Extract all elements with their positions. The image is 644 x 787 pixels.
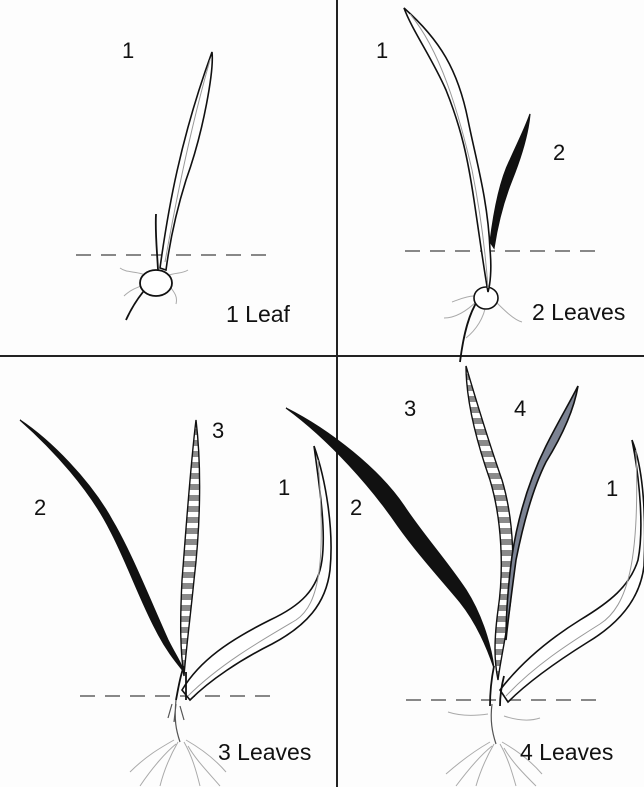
- leaf-number: 2: [34, 495, 46, 520]
- leaf-1: [182, 446, 331, 700]
- leaf-number: 1: [122, 38, 134, 63]
- leaf-number: 3: [212, 418, 224, 443]
- leaf-1: [160, 52, 212, 270]
- leaf-2: [490, 114, 530, 248]
- panel-4-leaves: 3 4 2 1 4 Leaves: [286, 366, 644, 786]
- panel-caption: 1 Leaf: [226, 301, 291, 327]
- seed: [140, 270, 172, 296]
- primary-root: [460, 300, 478, 362]
- roots: [130, 740, 226, 786]
- leaf-2: [20, 420, 184, 672]
- panel-3-leaves: 3 2 1 3 Leaves: [20, 418, 331, 786]
- leaf-number: 1: [606, 476, 618, 501]
- crown-roots: [491, 704, 496, 744]
- panel-caption: 4 Leaves: [520, 739, 613, 765]
- leaf-1: [500, 440, 644, 702]
- leaf-number: 3: [404, 396, 416, 421]
- leaf-number: 2: [553, 140, 565, 165]
- panel-caption: 2 Leaves: [532, 299, 625, 325]
- panel-caption: 3 Leaves: [218, 739, 311, 765]
- seed: [474, 287, 498, 309]
- crown-roots: [168, 700, 184, 742]
- leaf-number: 4: [514, 396, 526, 421]
- leaf-3: [181, 420, 200, 676]
- leaf-2: [286, 408, 494, 668]
- coleoptile: [156, 214, 158, 270]
- leaf-4: [506, 386, 578, 640]
- leaf-number: 2: [350, 495, 362, 520]
- leaf-vein: [410, 14, 488, 288]
- leaf-1: [404, 8, 491, 292]
- panel-1-leaf: 1 1 Leaf: [76, 38, 291, 327]
- leaf-number: 1: [278, 475, 290, 500]
- leaf-number: 1: [376, 38, 388, 63]
- panel-2-leaves: 1 2 2 Leaves: [376, 8, 625, 362]
